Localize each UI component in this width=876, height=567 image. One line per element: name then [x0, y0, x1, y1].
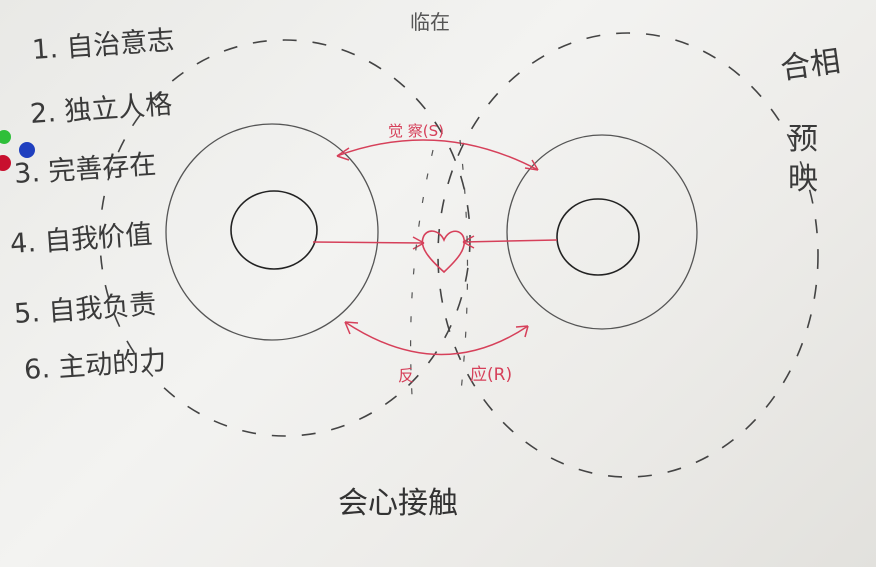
left-outer-circle [165, 123, 379, 341]
bottom-label: 会心接触 [338, 486, 458, 521]
magnet-icon [0, 130, 35, 171]
left-inner-circle [230, 190, 318, 270]
overlap-dash-line-left [410, 149, 434, 396]
right-outer-circle [506, 134, 698, 330]
awareness-arc [336, 139, 539, 171]
right-arrow-to-heart [462, 235, 558, 249]
right-label-bottom: 预映 [788, 122, 818, 197]
arc-top-label: 觉 察(S) [388, 122, 444, 140]
heart-icon [421, 230, 466, 274]
top-label: 临在 [410, 10, 450, 34]
right-dashed-ellipse [437, 32, 819, 478]
right-inner-circle [556, 198, 640, 276]
arc-bottom-left-label: 反 [398, 366, 415, 385]
response-arc [344, 321, 529, 356]
right-label-top: 合相 [778, 43, 843, 87]
left-arrow-to-heart [312, 236, 425, 250]
arc-bottom-right-label: 应(R) [470, 365, 513, 385]
